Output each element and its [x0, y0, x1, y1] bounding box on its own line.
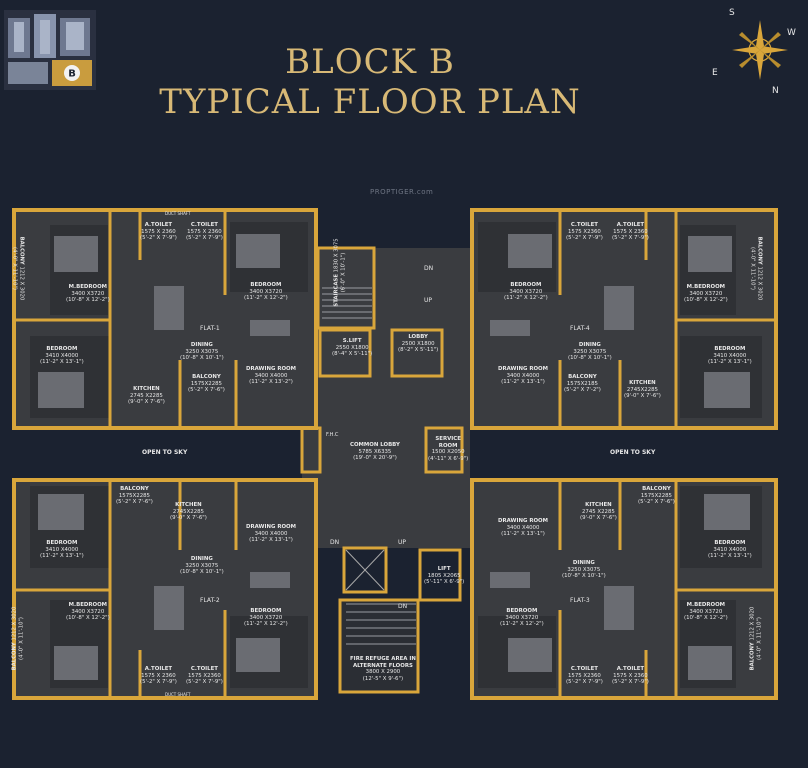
- fhc-label: F.H.C: [326, 432, 339, 438]
- open-to-sky-left: OPEN TO SKY: [142, 449, 188, 456]
- watermark: PROPTIGER.com: [370, 188, 434, 196]
- flat-3-label: FLAT-3: [570, 597, 590, 604]
- key-plan-marker: [64, 65, 80, 81]
- stair-up-mid: UP: [398, 539, 407, 546]
- stair-up-top: UP: [424, 297, 433, 304]
- plan-title: BLOCK B: [285, 42, 455, 82]
- plan-subtitle: TYPICAL FLOOR PLAN: [159, 82, 581, 122]
- key-plan: B: [4, 10, 96, 90]
- compass-w: W: [787, 28, 796, 38]
- flat-4-label: FLAT-4: [570, 325, 590, 332]
- duct-shaft-top-label: DUCT SHAFT: [165, 211, 191, 216]
- stair-dn-top: DN: [424, 265, 434, 272]
- compass-n: N: [772, 86, 779, 96]
- key-plan-letter: B: [68, 69, 76, 80]
- staircase-label: STAIRCASE 1830 X 3075 (6'-0" X 10'-1"): [333, 238, 347, 307]
- compass-icon: [732, 20, 788, 80]
- open-to-sky-right: OPEN TO SKY: [610, 449, 656, 456]
- flat-2-label: FLAT-2: [200, 597, 220, 604]
- f2-side-balcony-label: BALCONY 1212 X 3020 (4'-0" X 11'-10"): [11, 606, 24, 671]
- duct-shaft-bottom-label: DUCT SHAFT: [165, 692, 191, 697]
- f1-side-balcony-label: BALCONY 1212 X 3020 (4'-0" X 11'-10"): [11, 236, 25, 301]
- compass-s: S: [729, 8, 735, 18]
- stair-dn-mid: DN: [330, 539, 340, 546]
- f4-side-balcony-label: BALCONY 1212 X 3020 (4'-0" X 11'-10"): [749, 236, 763, 301]
- stair-dn-bottom: DN: [398, 603, 408, 610]
- compass-rose: S W E N: [712, 2, 808, 102]
- compass-e: E: [712, 68, 718, 78]
- f3-side-balcony-label: BALCONY 1212 X 3020 (4'-0" X 11'-10"): [749, 606, 762, 671]
- flat-1-label: FLAT-1: [200, 325, 220, 332]
